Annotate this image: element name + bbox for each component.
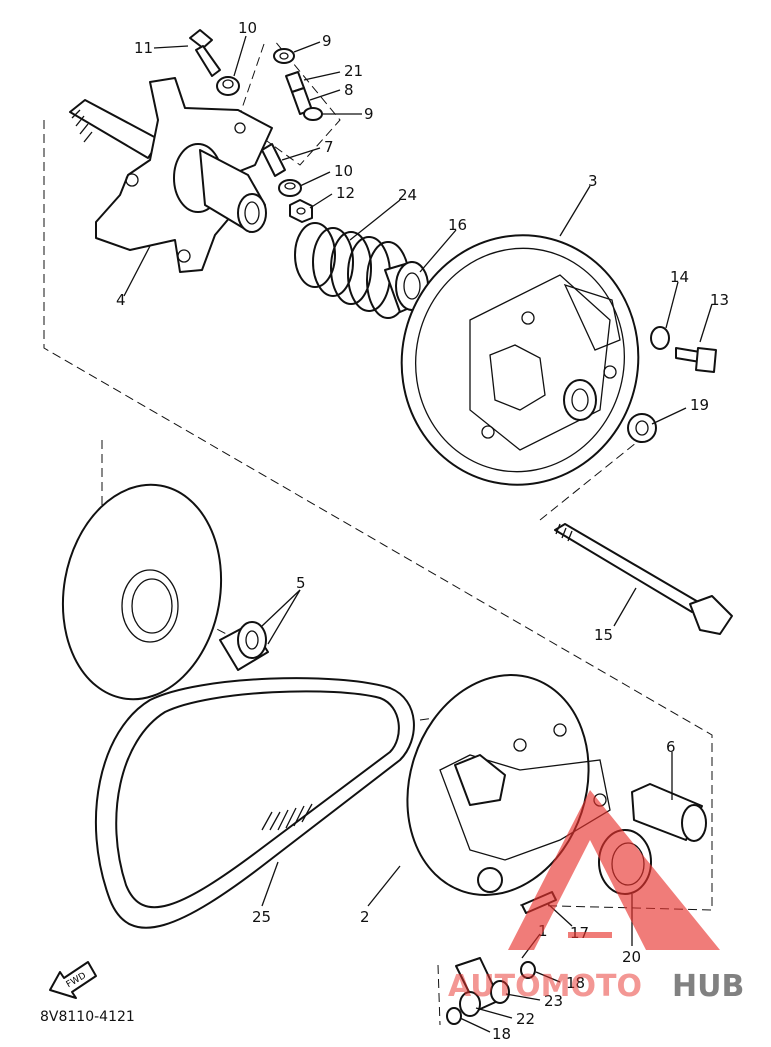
label-19: 19 — [690, 396, 709, 414]
label-5: 5 — [296, 574, 306, 592]
label-9-bottom: 9 — [364, 105, 374, 123]
watermark-text-hub: HUB — [672, 969, 744, 1004]
label-13: 13 — [710, 291, 729, 309]
label-3: 3 — [588, 172, 598, 190]
long-bolt-15 — [554, 523, 733, 635]
fixed-sheave — [61, 483, 223, 701]
watermark-logo: AUTOMOTO HUB — [448, 790, 744, 1004]
forward-direction-arrow: FWD — [49, 961, 97, 999]
label-16: 16 — [448, 216, 467, 234]
ring-19 — [627, 413, 657, 443]
nut-10-bottom — [278, 179, 302, 197]
watermark-text-automoto: AUTOMOTO — [448, 969, 642, 1004]
label-18-top: 18 — [566, 974, 585, 992]
primary-cover-3 — [400, 234, 640, 486]
washer-14 — [650, 326, 670, 350]
label-25: 25 — [252, 908, 271, 926]
bolt-13 — [675, 347, 717, 373]
bolt-11 — [189, 29, 221, 77]
label-8: 8 — [344, 81, 354, 99]
label-4: 4 — [116, 291, 126, 309]
label-22: 22 — [516, 1010, 535, 1028]
pin-7 — [261, 143, 286, 177]
label-6: 6 — [666, 738, 676, 756]
label-20: 20 — [622, 948, 641, 966]
small-parts-18-23-22 — [446, 957, 536, 1025]
washer-9-bottom — [303, 107, 323, 121]
leader-lines — [123, 35, 713, 1033]
label-18-bottom: 18 — [492, 1025, 511, 1043]
label-24: 24 — [398, 186, 417, 204]
bushings-5 — [219, 621, 269, 671]
primary-sheave-hub — [69, 77, 273, 273]
movable-sheave-2 — [406, 674, 611, 896]
label-23: 23 — [544, 992, 563, 1010]
label-9-top: 9 — [322, 32, 332, 50]
label-7: 7 — [324, 138, 334, 156]
nut-12 — [289, 199, 313, 223]
watermark-triangle-icon — [508, 790, 720, 950]
nut-10-top — [216, 76, 240, 96]
label-10-top: 10 — [238, 19, 257, 37]
label-14: 14 — [670, 268, 689, 286]
label-12: 12 — [336, 184, 355, 202]
washer-9-top — [273, 48, 295, 64]
label-15: 15 — [594, 626, 613, 644]
label-21: 21 — [344, 62, 363, 80]
label-10-bottom: 10 — [334, 162, 353, 180]
label-11: 11 — [134, 39, 153, 57]
sleeve-6 — [631, 783, 707, 842]
drive-belt-25 — [94, 677, 415, 929]
label-2: 2 — [360, 908, 370, 926]
drawing-code: 8V8110-4121 — [40, 1009, 135, 1025]
